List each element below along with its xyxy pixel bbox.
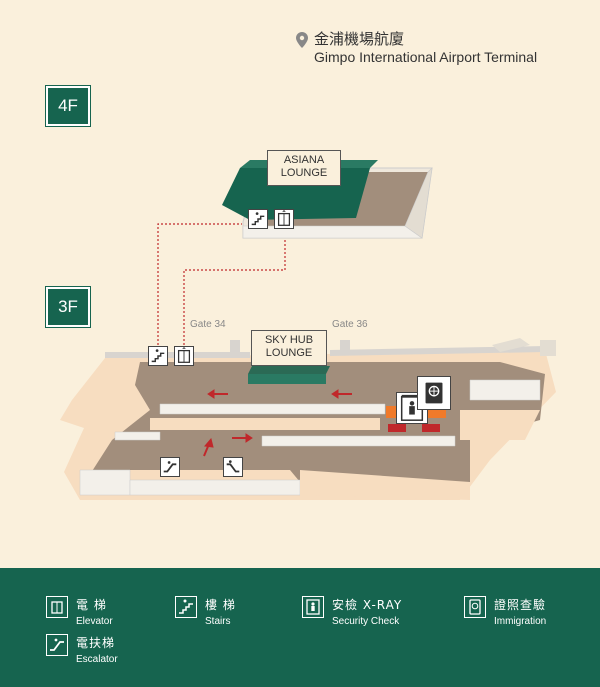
sky-hub-lounge-area: [248, 374, 326, 384]
arrow-left-2: [331, 389, 352, 399]
stairs-icon: [175, 596, 197, 618]
escalator-icon[interactable]: [160, 457, 180, 477]
direction-arrows: [203, 389, 352, 457]
legend-escalator: 電扶梯 Escalator: [46, 634, 118, 665]
floor-badge-3f[interactable]: 3F: [45, 286, 91, 328]
arrow-up: [203, 437, 214, 457]
terminal-title-english: Gimpo International Airport Terminal: [314, 49, 538, 65]
legend-immigration: 證照查驗 Immigration: [464, 596, 546, 627]
vertical-connection-paths: [157, 223, 286, 345]
arrow-left-1: [207, 389, 228, 399]
legend-security: 安檢 X-RAY Security Check: [302, 596, 402, 627]
elevator-icon[interactable]: [174, 346, 194, 366]
gate-36-label: Gate 36: [332, 319, 368, 330]
elevator-connection-path: [183, 240, 286, 345]
elevator-icon: [46, 596, 68, 618]
immigration-icon[interactable]: [417, 376, 451, 410]
elevator-icon[interactable]: [274, 209, 294, 229]
stairs-icon[interactable]: [148, 346, 168, 366]
immigration-icon: [464, 596, 486, 618]
arrow-right: [232, 433, 253, 443]
escalator-icon[interactable]: [223, 457, 243, 477]
location-pin-icon: [296, 32, 308, 48]
terminal-title-native: 金浦機場航廈: [314, 30, 405, 48]
asiana-lounge-label: ASIANA LOUNGE: [267, 150, 341, 186]
legend-elevator: 電 梯 Elevator: [46, 596, 113, 627]
stairs-icon[interactable]: [248, 209, 268, 229]
floor-badge-4f[interactable]: 4F: [45, 85, 91, 127]
escalator-icon: [46, 634, 68, 656]
legend-stairs: 樓 梯 Stairs: [175, 596, 236, 627]
security-check-icon: [302, 596, 324, 618]
stairs-connection-path: [157, 223, 242, 345]
map-legend: 電 梯 Elevator 樓 梯 Stairs 安檢 X-RAY Securit…: [0, 568, 600, 687]
sky-hub-lounge-label: SKY HUB LOUNGE: [251, 330, 327, 366]
gate-34-label: Gate 34: [190, 319, 226, 330]
terminal-floor-map: [60, 160, 556, 500]
